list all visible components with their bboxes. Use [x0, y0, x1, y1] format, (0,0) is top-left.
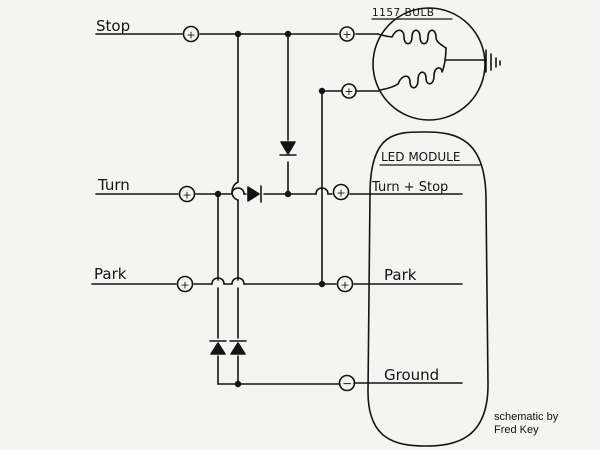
junction-dot	[234, 30, 242, 38]
credit-line-1: schematic by	[494, 411, 559, 423]
bulb-label: 1157 BULB	[372, 7, 435, 19]
park-left-terminal-sign: +	[180, 279, 189, 292]
credit-block: schematic by Fred Key	[494, 411, 594, 437]
vertical-hop	[231, 181, 239, 201]
turn-line	[95, 187, 463, 195]
park-label: Park	[94, 265, 127, 283]
credit-line-2: Fred Key	[494, 424, 539, 436]
turn-stop-label: Turn + Stop	[371, 180, 448, 195]
bulb-filament-lower	[379, 47, 447, 91]
stop-left-terminal-sign: +	[186, 29, 195, 42]
turn-left-terminal: +	[178, 185, 196, 203]
junction-dot	[318, 87, 326, 95]
bulb-lower-terminal-sign: +	[344, 85, 353, 98]
bulb-filament-upper	[377, 29, 447, 49]
park-right-terminal-sign: +	[340, 279, 349, 292]
ground-diode-right	[229, 340, 247, 355]
led-module-label: LED MODULE	[381, 150, 460, 164]
stop-right-terminal: +	[339, 26, 355, 42]
turn-right-terminal-sign: +	[336, 187, 345, 200]
park-right-terminal: +	[336, 275, 354, 293]
park-right-label: Park	[384, 266, 417, 284]
led-module-outline	[367, 131, 489, 447]
junction-dot	[234, 380, 242, 388]
junction-dot	[318, 280, 326, 288]
turn-diode	[247, 185, 262, 203]
ground-label: Ground	[384, 366, 439, 384]
bulb-lower-terminal: +	[341, 83, 357, 99]
park-left-terminal: +	[176, 275, 194, 293]
stop-drop-wires	[237, 33, 289, 195]
ground-terminal: −	[338, 374, 356, 392]
ground-terminal-sign: −	[342, 377, 352, 391]
stop-right-terminal-sign: +	[342, 28, 351, 41]
junction-dot	[284, 30, 292, 38]
turn-right-terminal: +	[332, 183, 350, 201]
turn-label: Turn	[97, 176, 130, 194]
stop-diode	[279, 141, 297, 156]
turn-left-terminal-sign: +	[182, 189, 191, 202]
bulb-1157	[372, 7, 501, 121]
stop-label: Stop	[96, 17, 130, 35]
stop-left-terminal: +	[182, 25, 200, 43]
junction-dot	[284, 190, 292, 198]
ground-diode-left	[209, 340, 227, 355]
